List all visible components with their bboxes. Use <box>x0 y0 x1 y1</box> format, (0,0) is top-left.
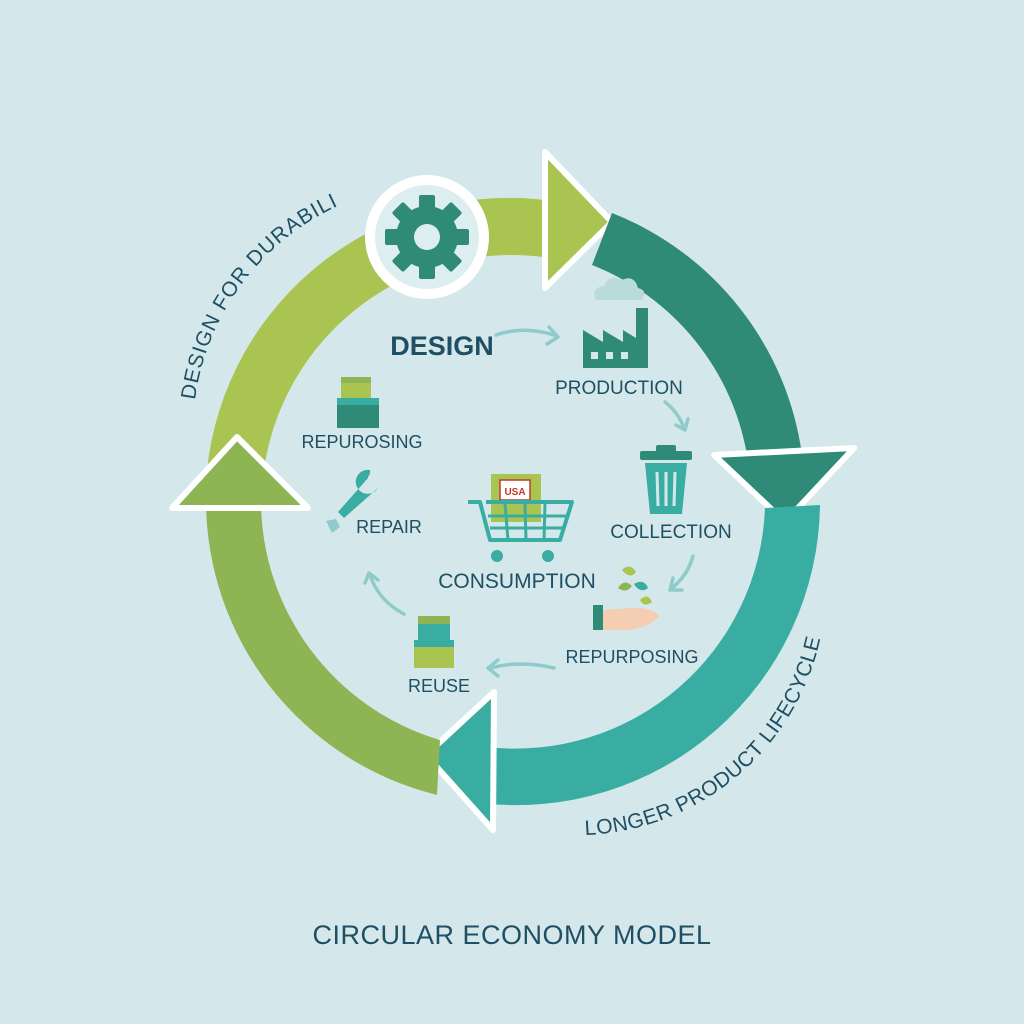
wrench-icon <box>326 469 378 533</box>
stage-label-repair: REPAIR <box>356 517 422 537</box>
gear-icon <box>385 195 469 279</box>
bag-label: USA <box>504 487 525 498</box>
stage-label-collection: COLLECTION <box>610 522 731 543</box>
stage-label-design: DESIGN <box>390 331 494 361</box>
diagram-title: CIRCULAR ECONOMY MODEL <box>312 920 711 950</box>
flow-arrow-repurposing-reuse <box>488 662 556 670</box>
flow-arrow-design-production <box>494 328 559 338</box>
shopping-cart-icon: USA <box>468 474 574 562</box>
arc-right-arrowhead <box>711 445 857 525</box>
stage-label-consumption: CONSUMPTION <box>438 570 596 593</box>
reuse-boxes-icon <box>414 616 454 668</box>
flow-arrow-collection-repurposing <box>670 554 695 590</box>
arc-right-dark-teal <box>592 213 802 455</box>
arc-top-arrowhead <box>542 149 615 291</box>
stage-label-production: PRODUCTION <box>555 378 683 399</box>
hand-leaves-icon <box>593 566 660 630</box>
factory-icon <box>583 278 648 368</box>
flow-arrow-production-collection <box>663 400 686 430</box>
gear-badge <box>365 175 489 299</box>
stage-label-reuse: REUSE <box>408 676 470 696</box>
arc-bottom-teal <box>480 505 820 806</box>
arc-left-green <box>206 500 440 795</box>
stage-label-repurposing-right: REPURPOSING <box>565 647 698 667</box>
repurposing-boxes-icon <box>337 377 379 428</box>
flow-arrows <box>363 325 695 678</box>
arc-left-arrowhead <box>169 434 311 511</box>
trash-bin-icon <box>640 445 692 514</box>
flow-arrow-reuse-repair <box>368 573 406 616</box>
arc-bottom-arrowhead <box>423 689 497 833</box>
stage-label-repurposing-left: REPUROSING <box>301 432 422 452</box>
